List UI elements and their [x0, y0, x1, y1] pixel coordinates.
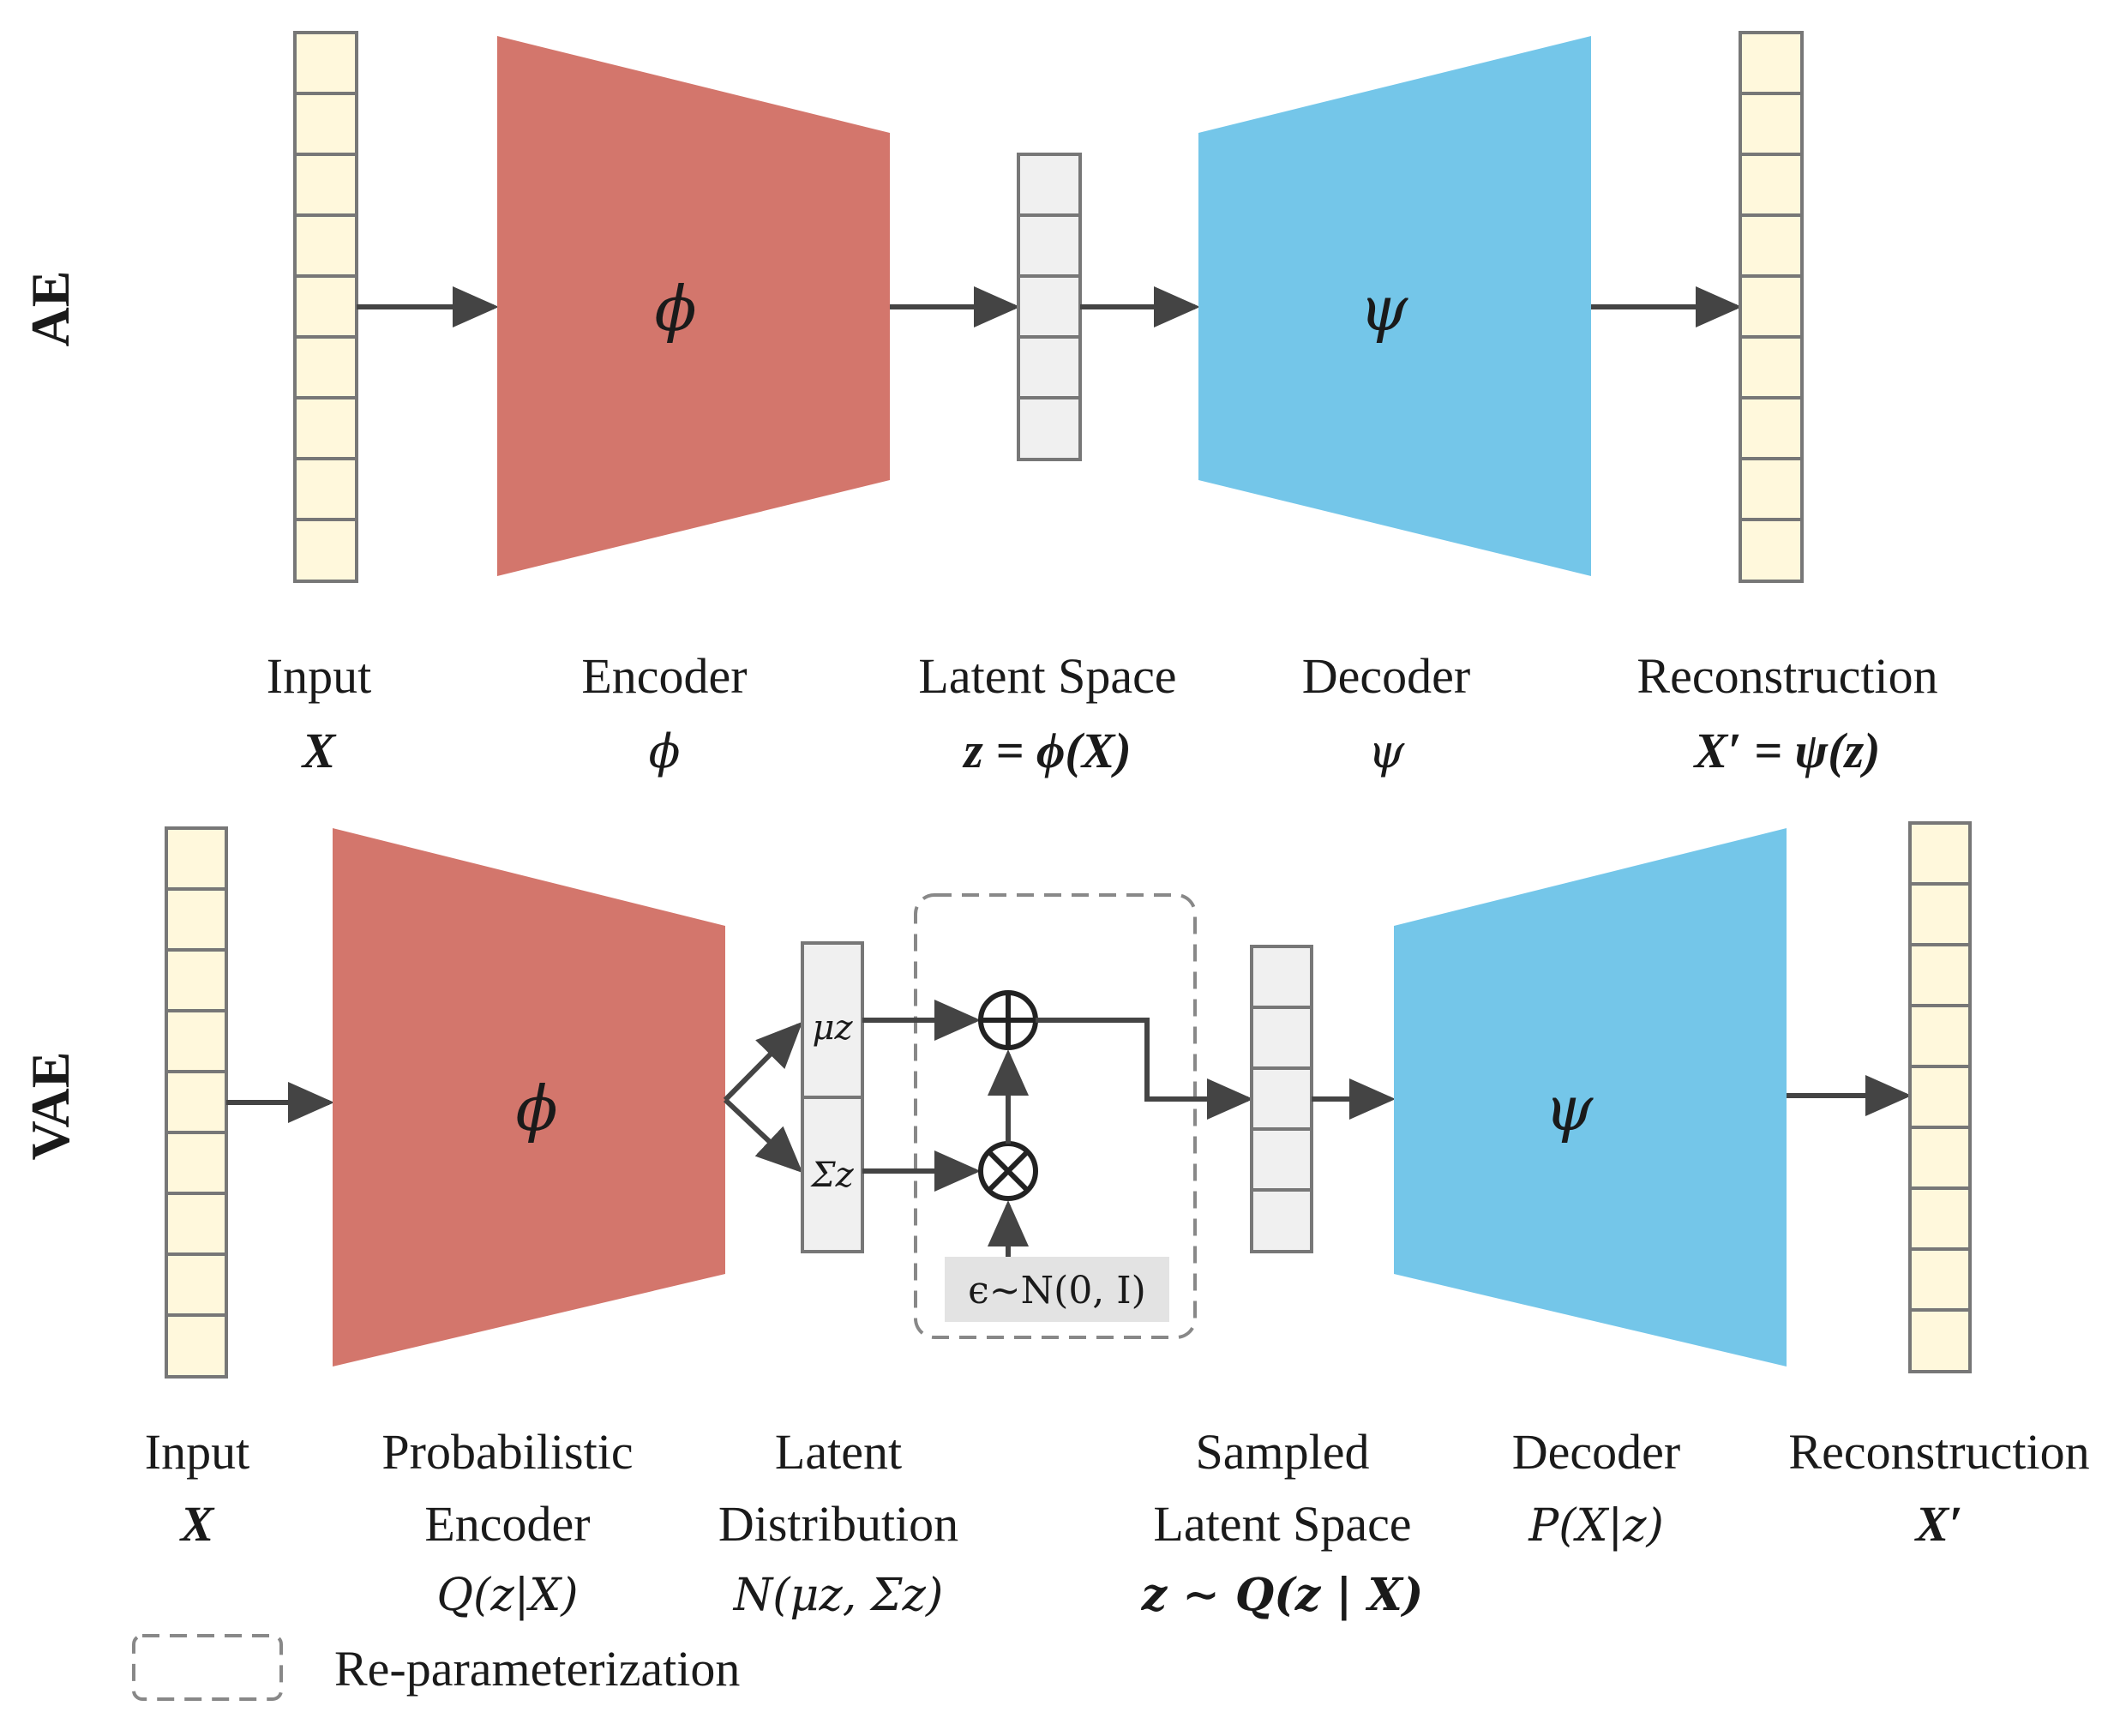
ae-encoder-name: Encoder [581, 648, 747, 704]
ae-decoder-formula: ψ [1368, 724, 1405, 778]
vae-encoder-shape [333, 828, 725, 1367]
vae-sampled-vector [1250, 945, 1313, 1253]
vae-distribution-formula: N(μz, Σz) [732, 1570, 944, 1621]
vae-distribution-vector [801, 941, 864, 1253]
vae-encoder-line2: Encoder [424, 1496, 590, 1552]
ae-input-name: Input [267, 648, 371, 704]
vae-decoder-formula: P(X|z) [1528, 1500, 1664, 1552]
vae-times-operator [978, 1141, 1038, 1201]
vae-encoder-symbol: ϕ [515, 1072, 557, 1144]
ae-input-formula: X [301, 723, 337, 778]
vae-epsilon-box [945, 1257, 1169, 1322]
vae-row-label: VAE [20, 1052, 81, 1161]
vae-input-formula: X [179, 1496, 215, 1552]
ae-encoder-shape [497, 36, 890, 576]
vae-output-vector [1908, 821, 1972, 1373]
vae-encoder-line1: Probabilistic [381, 1424, 633, 1480]
vae-distribution-line1: Latent [775, 1424, 902, 1480]
vae-input-vector [165, 826, 228, 1379]
ae-decoder-shape [1198, 36, 1591, 576]
vae-reconstruction-name: Reconstruction [1788, 1424, 2089, 1480]
ae-row-label: AE [20, 271, 81, 347]
ae-latent-name: Latent Space [918, 648, 1176, 704]
vae-sampled-formula: z ∼ Q(z | X) [1141, 1569, 1424, 1621]
vae-sigma-label: Σz [809, 1156, 854, 1195]
vae-reparam-box [914, 893, 1197, 1339]
vae-distribution-line2: Distribution [718, 1496, 958, 1552]
ae-latent-vector [1017, 153, 1082, 461]
vae-mu-label: μz [812, 1008, 853, 1048]
vae-sampled-line1: Sampled [1196, 1424, 1370, 1480]
vae-epsilon-label: ϵ∼N(0, I) [968, 1269, 1146, 1313]
vae-decoder-symbol: ψ [1545, 1072, 1594, 1144]
vae-arrow-split-sigma [723, 1097, 803, 1174]
ae-input-vector [293, 31, 358, 583]
vae-input-name: Input [145, 1424, 249, 1480]
legend-dashed-swatch [132, 1634, 283, 1701]
ae-latent-formula: z = ϕ(X) [962, 723, 1132, 778]
vae-decoder-shape [1394, 828, 1787, 1367]
vae-encoder-formula: Q(z|X) [436, 1570, 578, 1621]
vae-plus-operator [978, 990, 1038, 1050]
vae-arrow-split-mu [723, 1021, 803, 1102]
ae-reconstruction-name: Reconstruction [1637, 648, 1937, 704]
vae-sampled-line2: Latent Space [1153, 1496, 1411, 1552]
ae-output-vector [1739, 31, 1804, 583]
ae-encoder-symbol: ϕ [654, 273, 696, 345]
vae-reconstruction-formula: X′ [1914, 1496, 1963, 1552]
ae-encoder-formula: ϕ [649, 724, 681, 778]
ae-reconstruction-formula: X′ = ψ(z) [1693, 723, 1881, 778]
ae-decoder-symbol: ψ [1360, 273, 1409, 345]
ae-decoder-name: Decoder [1302, 648, 1470, 704]
legend-reparam-label: Re-parameterization [334, 1641, 740, 1697]
vae-arrow-plus-sampled [1036, 1018, 1253, 1120]
vae-decoder-name: Decoder [1512, 1424, 1680, 1480]
